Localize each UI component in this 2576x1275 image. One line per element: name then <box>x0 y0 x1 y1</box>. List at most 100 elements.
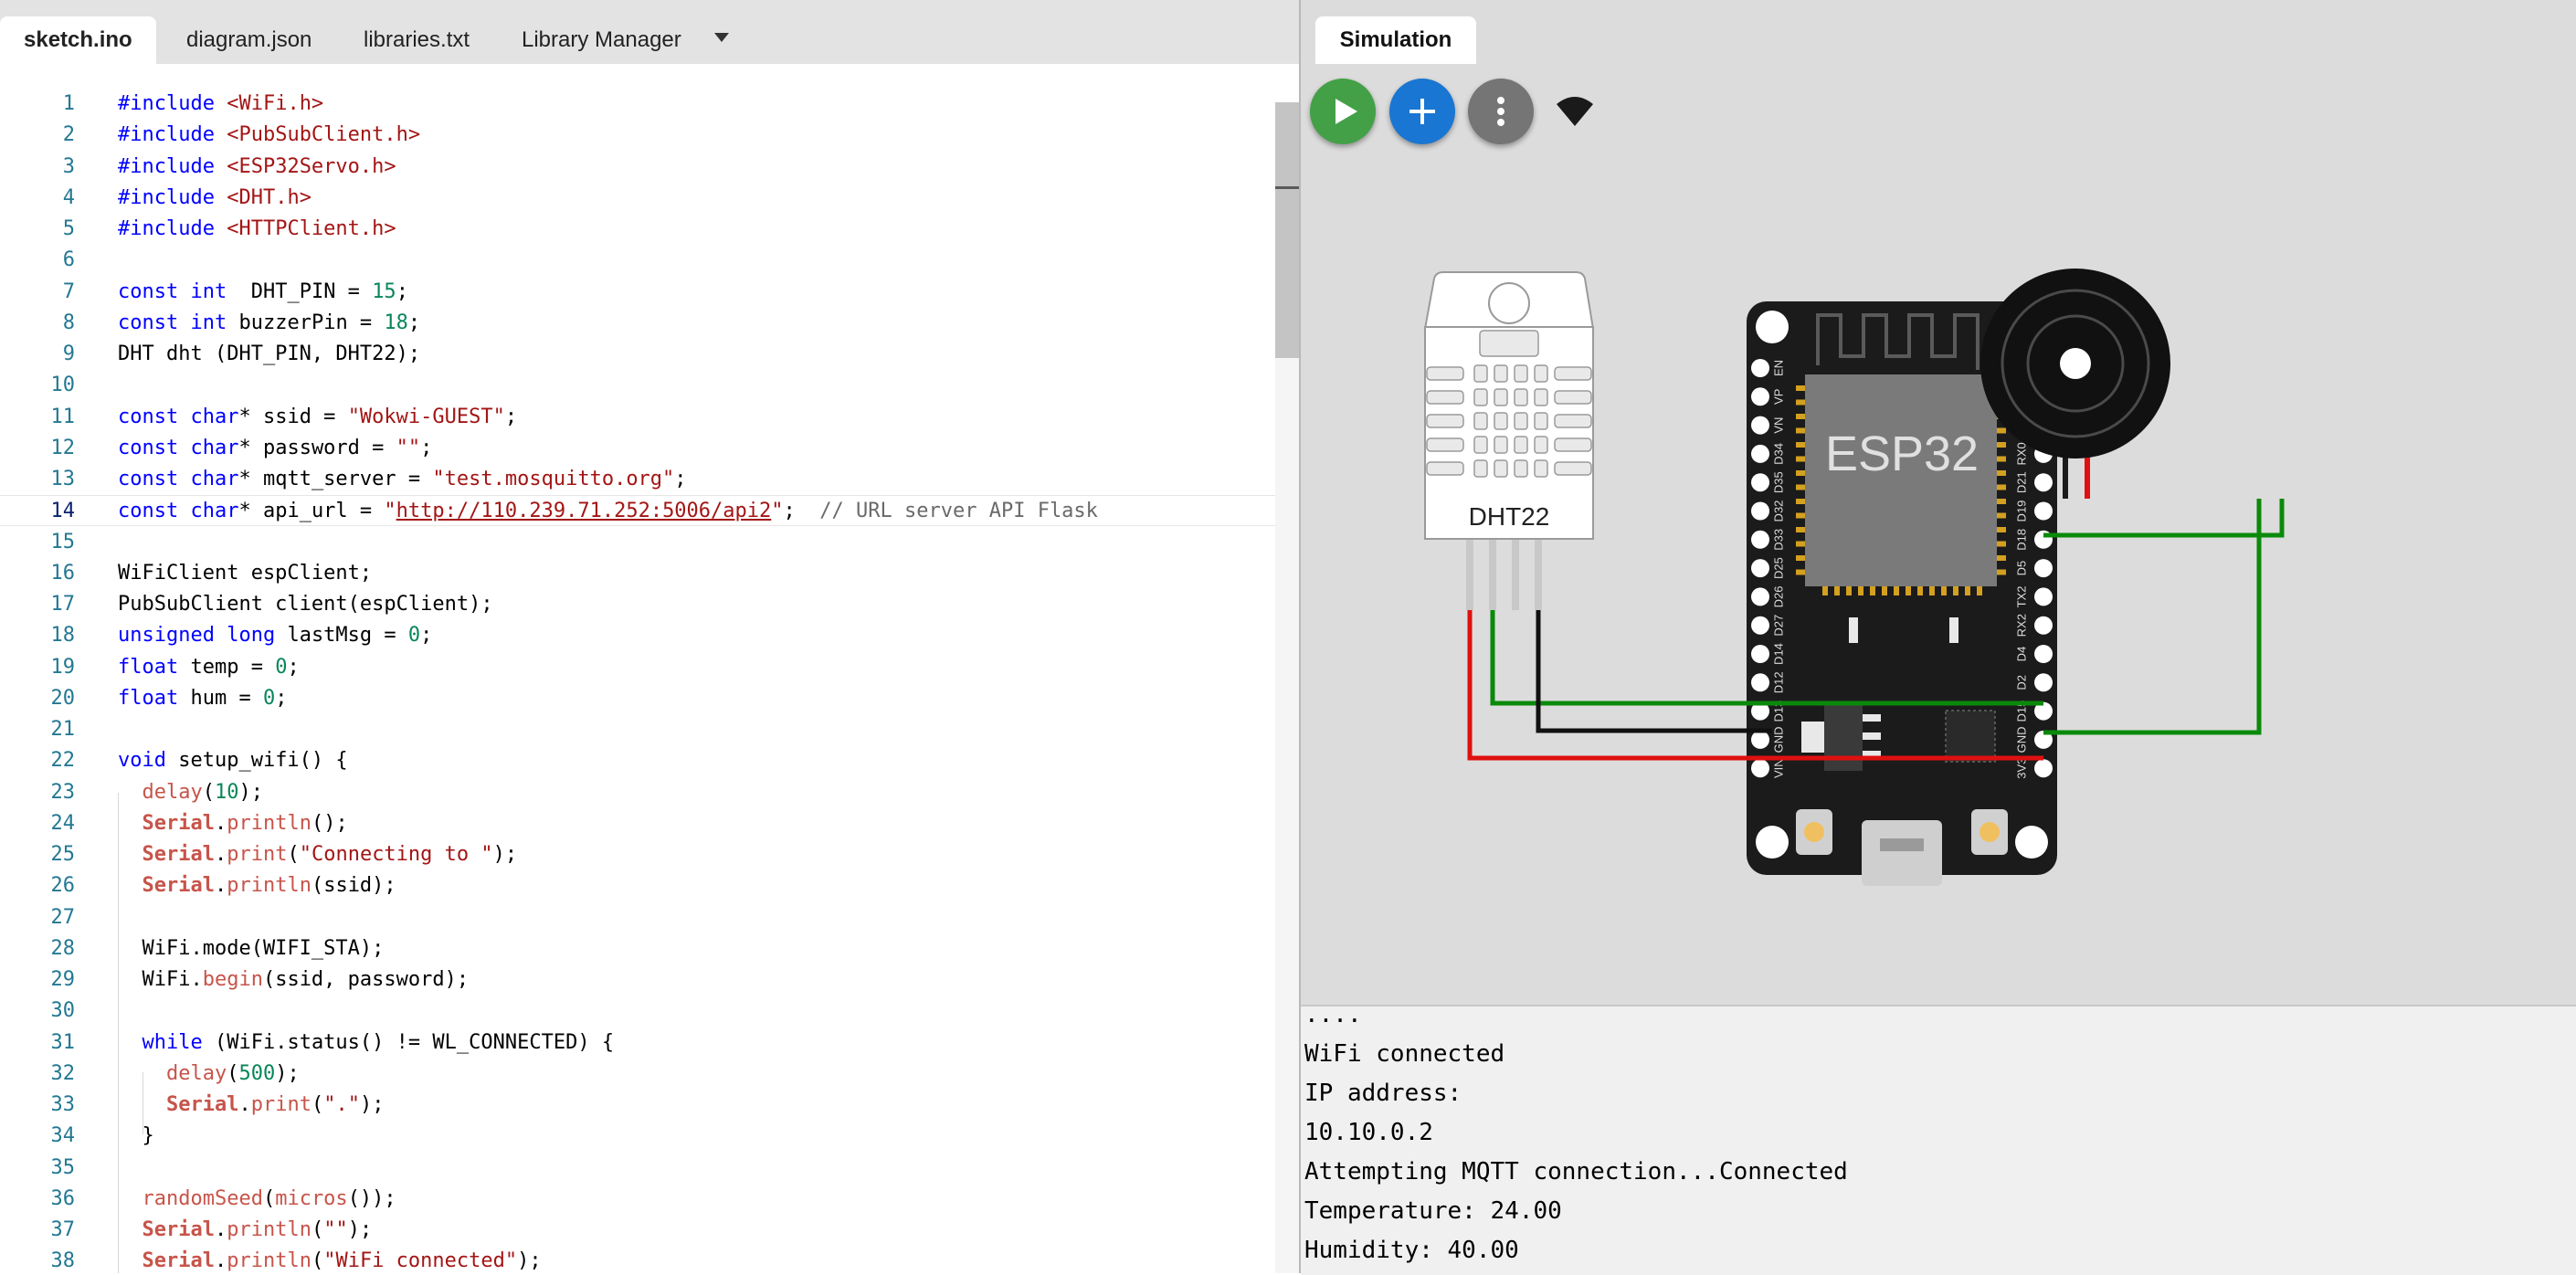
code-line[interactable]: 34 } <box>0 1121 1275 1152</box>
code-token: delay <box>142 780 203 804</box>
code-text: Serial.println(ssid); <box>118 870 396 901</box>
pin-hole[interactable] <box>1751 501 1769 521</box>
code-line[interactable]: 2#include <PubSubClient.h> <box>0 120 1275 151</box>
tab-libraries-txt[interactable]: libraries.txt <box>364 27 470 52</box>
pin-hole[interactable] <box>1751 645 1769 663</box>
code-line[interactable]: 38 Serial.println("WiFi connected"); <box>0 1246 1275 1273</box>
pin-hole[interactable] <box>1751 701 1769 721</box>
pin-hole[interactable] <box>1751 759 1769 778</box>
grille-slot <box>1554 366 1592 381</box>
code-token: <PubSubClient.h> <box>227 123 421 147</box>
code-line[interactable]: 29 WiFi.begin(ssid, password); <box>0 964 1275 996</box>
module-pad <box>1995 527 2006 532</box>
pin-hole[interactable] <box>1751 587 1769 606</box>
tab-library-manager[interactable]: Library Manager <box>522 27 681 52</box>
code-line[interactable]: 26 Serial.println(ssid); <box>0 870 1275 901</box>
pin-hole[interactable] <box>2034 501 2053 521</box>
more-options-button[interactable] <box>1468 79 1534 144</box>
start-simulation-button[interactable] <box>1310 79 1376 144</box>
pin-hole[interactable] <box>2034 559 2053 578</box>
pin-hole[interactable] <box>2034 759 2053 778</box>
pin-hole[interactable] <box>1751 359 1769 377</box>
pin-hole[interactable] <box>1751 530 1769 549</box>
pin-hole[interactable] <box>1751 673 1769 692</box>
code-line[interactable]: 33 Serial.print("."); <box>0 1090 1275 1121</box>
dht22-sensor[interactable]: DHT22 <box>1423 271 1595 610</box>
code-line[interactable]: 35 <box>0 1153 1275 1184</box>
tab-sketch-ino[interactable]: sketch.ino <box>0 16 156 64</box>
wire-sig[interactable] <box>1490 610 2043 706</box>
pin-hole[interactable] <box>1751 616 1769 635</box>
code-line[interactable]: 15 <box>0 527 1275 558</box>
code-line[interactable]: 25 Serial.print("Connecting to "); <box>0 839 1275 870</box>
code-line[interactable]: 6 <box>0 245 1275 276</box>
buzzer[interactable] <box>1980 269 2170 499</box>
tab-diagram-json[interactable]: diagram.json <box>186 27 312 52</box>
code-line[interactable]: 27 <box>0 902 1275 933</box>
code-token: const <box>118 279 191 303</box>
pin-hole[interactable] <box>2034 645 2053 663</box>
add-part-button[interactable] <box>1389 79 1455 144</box>
pin-hole[interactable] <box>2034 730 2053 749</box>
pin-hole[interactable] <box>1751 387 1769 406</box>
code-line[interactable]: 36 randomSeed(micros()); <box>0 1184 1275 1215</box>
code-line[interactable]: 37 Serial.println(""); <box>0 1215 1275 1246</box>
pin-hole[interactable] <box>2034 473 2053 492</box>
code-line[interactable]: 30 <box>0 996 1275 1027</box>
indent-guide <box>118 793 119 1273</box>
wire-bz1[interactable] <box>2043 499 2285 538</box>
pin-hole[interactable] <box>1751 473 1769 492</box>
wire-gnd[interactable] <box>1536 610 1772 733</box>
code-line[interactable]: 23 delay(10); <box>0 777 1275 808</box>
pin-hole[interactable] <box>1751 559 1769 578</box>
pin-hole[interactable] <box>1751 444 1769 463</box>
pin-label: D15 <box>2014 701 2028 722</box>
code-line[interactable]: 28 WiFi.mode(WIFI_STA); <box>0 933 1275 964</box>
module-pad <box>1796 442 1807 448</box>
pin-label: D25 <box>1771 557 1785 579</box>
code-line[interactable]: 21 <box>0 714 1275 745</box>
code-line[interactable]: 1#include <WiFi.h> <box>0 89 1275 120</box>
pin-hole[interactable] <box>2034 616 2053 635</box>
editor-scrollbar[interactable] <box>1275 102 1299 1273</box>
wire-vcc[interactable] <box>1467 610 2043 761</box>
code-line[interactable]: 10 <box>0 370 1275 401</box>
pin-hole[interactable] <box>2034 701 2053 721</box>
code-line[interactable]: 5#include <HTTPClient.h> <box>0 214 1275 245</box>
code-line[interactable]: 4#include <DHT.h> <box>0 183 1275 214</box>
code-area[interactable]: 1#include <WiFi.h>2#include <PubSubClien… <box>0 64 1275 1273</box>
scrollbar-thumb[interactable] <box>1275 102 1299 358</box>
code-line[interactable]: 31 while (WiFi.status() != WL_CONNECTED)… <box>0 1027 1275 1059</box>
line-number: 30 <box>50 999 76 1023</box>
wire-bz2[interactable] <box>2043 499 2262 735</box>
pin-hole[interactable] <box>2034 673 2053 692</box>
wires <box>1467 499 2285 761</box>
code-token: float <box>118 655 179 679</box>
tabs-dropdown-icon[interactable] <box>714 33 729 42</box>
panel-divider[interactable] <box>1299 0 1301 1273</box>
wifi-icon[interactable] <box>1555 91 1595 132</box>
pin-hole[interactable] <box>1751 416 1769 435</box>
code-token: long <box>227 624 276 648</box>
code-line[interactable]: 24 Serial.println(); <box>0 808 1275 839</box>
code-line[interactable]: 32 delay(500); <box>0 1059 1275 1090</box>
pin-hole[interactable] <box>2034 587 2053 606</box>
code-line[interactable]: 3#include <ESP32Servo.h> <box>0 152 1275 183</box>
tab-simulation[interactable]: Simulation <box>1315 16 1476 64</box>
pin-hole[interactable] <box>1751 730 1769 749</box>
